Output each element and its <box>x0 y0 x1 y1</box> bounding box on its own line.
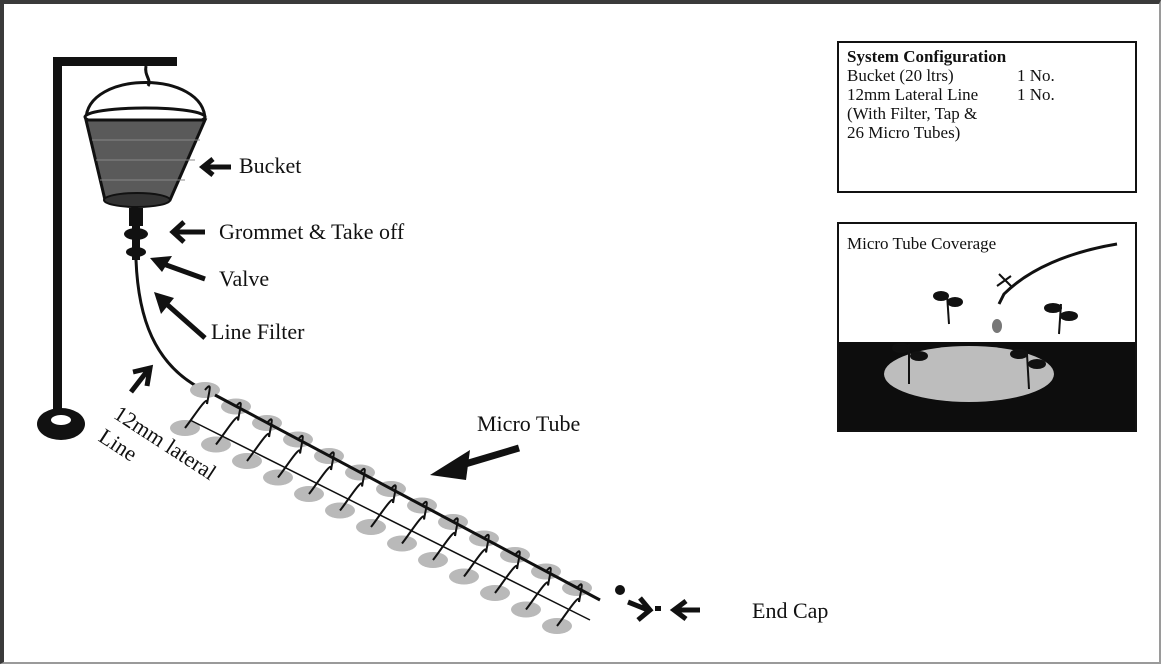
bucket <box>83 65 208 208</box>
micro-tube <box>359 467 366 487</box>
end-cap <box>615 585 625 595</box>
config-title: System Configuration <box>847 47 1007 66</box>
config-row: (With Filter, Tap & <box>847 104 1127 123</box>
config-item-qty: 1 No. <box>1017 85 1055 104</box>
wetted-area <box>884 346 1054 402</box>
config-row: Bucket (20 ltrs) 1 No. <box>847 66 1127 85</box>
arrow-filter <box>160 298 207 340</box>
plant-icon <box>933 291 963 325</box>
tie-mark <box>996 273 1012 287</box>
label-micro-tube: Micro Tube <box>477 411 581 436</box>
label-grommet: Grommet & Take off <box>219 219 405 244</box>
label-line-filter: Line Filter <box>211 319 305 344</box>
config-item-name: 26 Micro Tubes) <box>847 123 961 142</box>
micro-tube <box>297 434 304 454</box>
arrow-grommet <box>169 220 205 244</box>
micro-tubes <box>184 385 583 627</box>
arrow-lateral <box>129 364 154 394</box>
coverage-illustration <box>839 242 1135 430</box>
label-bucket: Bucket <box>239 153 302 178</box>
micro-tube-coverage-box: Micro Tube Coverage <box>837 222 1137 432</box>
micro-tube <box>421 500 428 520</box>
end-cap-plug <box>655 606 661 611</box>
micro-tube <box>545 566 552 586</box>
coverage-title: Micro Tube Coverage <box>847 234 997 253</box>
bucket-stand <box>37 57 177 440</box>
label-end-cap: End Cap <box>752 598 829 623</box>
micro-tube <box>390 484 397 504</box>
micro-tube <box>328 451 335 471</box>
config-item-name: 12mm Lateral Line <box>847 85 979 104</box>
config-item-name: (With Filter, Tap & <box>847 104 978 123</box>
water-drop <box>992 319 1002 333</box>
arrow-end-left <box>627 596 654 622</box>
config-row: 26 Micro Tubes) <box>847 123 1127 142</box>
micro-tube <box>235 401 242 421</box>
micro-tube <box>204 385 211 405</box>
micro-tube <box>514 550 521 570</box>
arrow-end-right <box>669 599 700 621</box>
arrow-filter-head <box>154 292 174 314</box>
arrow-bucket <box>198 157 231 177</box>
arrow-micro-tube-head <box>430 450 470 480</box>
config-item-qty: 1 No. <box>1017 66 1055 85</box>
micro-tube <box>452 517 459 537</box>
system-configuration-box: System Configuration Bucket (20 ltrs) 1 … <box>837 41 1137 193</box>
grommet-valve <box>124 208 148 260</box>
arrow-valve-head <box>150 256 172 272</box>
micro-tube <box>576 583 583 603</box>
plant-icon <box>892 343 928 384</box>
plant-icon <box>1010 349 1046 390</box>
config-row: 12mm Lateral Line 1 No. <box>847 85 1127 104</box>
lateral-line-2 <box>189 419 591 621</box>
plant-icon <box>1044 303 1078 335</box>
label-valve: Valve <box>219 266 270 291</box>
micro-tube <box>266 418 273 438</box>
lateral-line <box>214 393 601 602</box>
micro-tube-line <box>997 242 1118 305</box>
config-item-name: Bucket (20 ltrs) <box>847 66 954 85</box>
micro-tube <box>483 533 490 553</box>
